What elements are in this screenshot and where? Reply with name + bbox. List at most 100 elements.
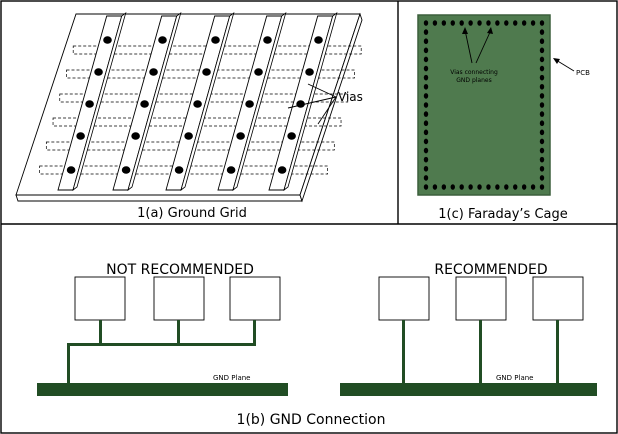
perimeter-via — [486, 184, 491, 190]
vias-note-line2: GND planes — [456, 77, 491, 84]
perimeter-via — [521, 20, 527, 26]
via-dot — [236, 132, 245, 140]
perimeter-via — [504, 20, 509, 26]
perimeter-via — [423, 56, 429, 63]
star-traces — [402, 320, 559, 383]
perimeter-via — [423, 138, 429, 145]
gnd-connection-panel: NOT RECOMMENDED RECOMMENDED GND Plane — [37, 262, 597, 428]
perimeter-via — [477, 184, 482, 190]
component-box — [532, 276, 584, 321]
daisy-chain-traces — [67, 320, 256, 383]
via-dot — [66, 166, 76, 174]
perimeter-via — [539, 20, 545, 26]
perimeter-via — [521, 184, 527, 190]
perimeter-via — [423, 74, 429, 81]
perimeter-via — [423, 65, 429, 72]
via-dot — [254, 68, 263, 76]
via-dot — [94, 68, 103, 76]
pcb-arrow — [553, 58, 575, 72]
vias-callout-lines — [287, 83, 337, 125]
perimeter-via — [539, 129, 545, 136]
base-plate-edge — [15, 194, 303, 202]
recommended-title: RECOMMENDED — [434, 262, 547, 278]
perimeter-via — [432, 184, 438, 190]
perimeter-via — [539, 147, 545, 154]
perimeter-via — [450, 184, 455, 190]
component-box — [153, 276, 205, 321]
via-dot — [131, 132, 140, 140]
via-dot — [226, 166, 236, 174]
via-dot — [140, 100, 149, 108]
recommended-layout: GND Plane — [340, 276, 597, 396]
perimeter-via — [468, 184, 473, 190]
via-dot — [287, 132, 296, 140]
perimeter-via — [423, 147, 429, 154]
perimeter-via — [539, 74, 545, 81]
vias-note-line1: Vias connecting — [450, 69, 498, 76]
perimeter-via — [477, 20, 482, 26]
perimeter-via — [539, 102, 545, 108]
via-dot — [158, 36, 167, 44]
perimeter-via — [539, 29, 545, 35]
via-dot — [211, 36, 220, 44]
perimeter-via — [423, 165, 429, 172]
perimeter-via — [423, 111, 429, 117]
faraday-cage-caption: 1(c) Faraday’s Cage — [438, 207, 568, 222]
grid-bar-side — [72, 11, 127, 192]
perimeter-via — [530, 20, 536, 26]
grid-bar-side — [127, 11, 182, 192]
gnd-plane-left-label: GND Plane — [213, 374, 250, 382]
perimeter-via — [423, 93, 429, 99]
base-plate-edge — [299, 12, 363, 203]
not-recommended-layout: GND Plane — [37, 276, 288, 396]
perimeter-via — [539, 83, 545, 90]
perimeter-via — [459, 184, 464, 190]
perimeter-via — [539, 156, 545, 163]
perimeter-via — [423, 120, 429, 127]
perimeter-vias — [423, 20, 545, 190]
perimeter-via — [539, 38, 545, 45]
perimeter-via — [423, 29, 429, 35]
via-dot — [85, 100, 94, 108]
perimeter-via — [423, 175, 429, 181]
perimeter-via — [450, 20, 455, 26]
ground-grid-drawing — [15, 11, 363, 203]
perimeter-via — [486, 20, 491, 26]
via-dot — [277, 166, 287, 174]
via-dot — [245, 100, 254, 108]
perimeter-via — [504, 184, 509, 190]
via-arrows — [462, 27, 493, 64]
perimeter-via — [539, 175, 545, 181]
perimeter-via — [423, 156, 429, 163]
perimeter-via — [513, 184, 518, 190]
perimeter-via — [423, 184, 429, 190]
via-dot — [314, 36, 323, 44]
perimeter-via — [539, 93, 545, 99]
perimeter-via — [539, 56, 545, 63]
perimeter-via — [423, 20, 429, 26]
grid-bar-side — [180, 11, 235, 192]
perimeter-via — [459, 20, 464, 26]
perimeter-via — [441, 184, 447, 190]
perimeter-via — [539, 111, 545, 117]
via-dot — [149, 68, 158, 76]
via-dot — [263, 36, 272, 44]
grid-bar-side — [283, 11, 338, 192]
grid-bar-side — [232, 11, 287, 192]
component-box — [74, 276, 126, 321]
pcb-label: PCB — [576, 69, 590, 77]
component-box — [455, 276, 507, 321]
perimeter-via — [539, 47, 545, 54]
perimeter-via — [468, 20, 473, 26]
perimeter-via — [539, 120, 545, 127]
perimeter-via — [423, 47, 429, 54]
component-box — [378, 276, 430, 321]
via-dot — [184, 132, 193, 140]
vias-label: Vias — [338, 90, 363, 104]
via-dot — [103, 36, 112, 44]
perimeter-via — [423, 102, 429, 108]
ground-grid-caption: 1(a) Ground Grid — [137, 206, 247, 221]
perimeter-via — [495, 20, 500, 26]
